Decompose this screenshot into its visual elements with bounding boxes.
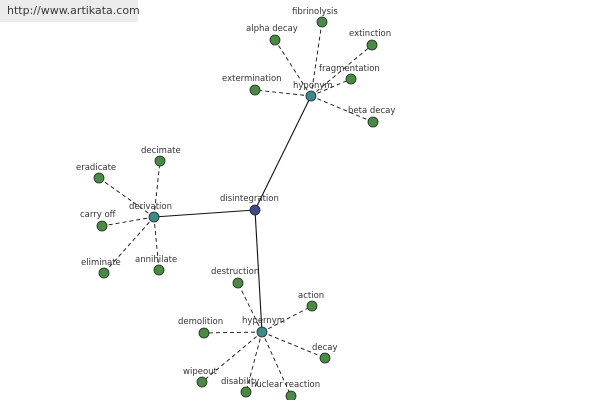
node-extermination[interactable]: extermination bbox=[222, 74, 282, 96]
node-dot-action[interactable] bbox=[306, 300, 318, 312]
edge-hypernym-destruction bbox=[237, 282, 263, 333]
node-alpha-decay[interactable]: alpha decay bbox=[246, 24, 298, 46]
node-dot-disability[interactable] bbox=[240, 386, 252, 398]
edge-derivation-annihilate bbox=[153, 216, 160, 271]
edge-derivation-eradicate bbox=[98, 177, 155, 218]
node-dot-eradicate[interactable] bbox=[93, 172, 105, 184]
node-label-fibrinolysis: fibrinolysis bbox=[292, 7, 338, 17]
node-dot-decimate[interactable] bbox=[154, 155, 166, 167]
node-label-annihilate: annihilate bbox=[135, 255, 177, 265]
node-hyponym[interactable]: hyponym bbox=[293, 81, 333, 102]
node-label-decimate: decimate bbox=[141, 146, 181, 156]
nodes-layer: disintegration hyponym derivation hypernym f… bbox=[76, 7, 395, 400]
node-demolition[interactable]: demolition bbox=[178, 317, 223, 339]
node-dot-wipeout[interactable] bbox=[196, 376, 208, 388]
node-label-action: action bbox=[298, 291, 324, 301]
node-decimate[interactable]: decimate bbox=[141, 146, 181, 167]
edge-hypernym-disability bbox=[245, 331, 263, 393]
edge-disintegration-hyponym bbox=[254, 95, 312, 211]
edges-layer bbox=[98, 21, 374, 397]
node-fibrinolysis[interactable]: fibrinolysis bbox=[292, 7, 338, 28]
edge-disintegration-derivation bbox=[153, 209, 256, 218]
node-annihilate[interactable]: annihilate bbox=[135, 255, 177, 276]
node-beta-decay[interactable]: beta decay bbox=[348, 106, 395, 128]
edge-hypernym-demolition bbox=[203, 331, 263, 334]
node-label-hypernym: hypernym bbox=[242, 316, 285, 326]
node-dot-decay[interactable] bbox=[319, 352, 331, 364]
edge-hyponym-fragmentation bbox=[310, 78, 352, 97]
node-label-eliminate: eliminate bbox=[81, 258, 121, 268]
edge-hypernym-decay bbox=[261, 331, 326, 359]
node-dot-eliminate[interactable] bbox=[98, 267, 110, 279]
edge-derivation-eliminate bbox=[103, 216, 155, 274]
node-label-hyponym: hyponym bbox=[293, 81, 333, 91]
node-eradicate[interactable]: eradicate bbox=[76, 163, 116, 184]
node-label-decay: decay bbox=[312, 343, 338, 353]
node-wipeout[interactable]: wipeout bbox=[183, 367, 218, 388]
node-fragmentation[interactable]: fragmentation bbox=[319, 64, 380, 85]
node-dot-fragmentation[interactable] bbox=[345, 73, 357, 85]
edge-derivation-decimate bbox=[153, 160, 161, 218]
node-extinction[interactable]: extinction bbox=[349, 29, 391, 51]
node-label-derivation: derivation bbox=[129, 202, 172, 212]
node-label-wipeout: wipeout bbox=[183, 367, 218, 377]
node-label-disability: disability bbox=[221, 377, 259, 387]
edge-hypernym-wipeout bbox=[201, 331, 263, 383]
node-label-disintegration: disintegration bbox=[220, 194, 279, 204]
node-label-nuclear-reaction: nuclear reaction bbox=[251, 380, 320, 390]
node-dot-hyponym[interactable] bbox=[305, 90, 317, 102]
node-dot-fibrinolysis[interactable] bbox=[316, 16, 328, 28]
node-label-carry-off: carry off bbox=[80, 210, 117, 220]
node-label-eradicate: eradicate bbox=[76, 163, 116, 173]
node-label-beta-decay: beta decay bbox=[348, 106, 395, 116]
node-action[interactable]: action bbox=[298, 291, 324, 312]
node-carry-off[interactable]: carry off bbox=[80, 210, 117, 232]
edge-hypernym-action bbox=[261, 305, 313, 333]
node-label-extermination: extermination bbox=[222, 74, 282, 84]
edge-hyponym-extermination bbox=[254, 89, 312, 97]
node-dot-carry-off[interactable] bbox=[96, 220, 108, 232]
node-dot-demolition[interactable] bbox=[198, 327, 210, 339]
edge-hyponym-fibrinolysis bbox=[310, 21, 323, 97]
node-dot-alpha-decay[interactable] bbox=[269, 34, 281, 46]
node-disintegration[interactable]: disintegration bbox=[220, 194, 279, 216]
node-dot-nuclear-reaction[interactable] bbox=[285, 390, 297, 400]
node-label-destruction: destruction bbox=[211, 267, 259, 277]
node-label-fragmentation: fragmentation bbox=[319, 64, 380, 74]
node-dot-derivation[interactable] bbox=[148, 211, 160, 223]
edge-disintegration-hypernym bbox=[254, 209, 263, 333]
node-hypernym[interactable]: hypernym bbox=[242, 316, 285, 338]
edge-hyponym-extinction bbox=[310, 44, 373, 97]
node-dot-beta-decay[interactable] bbox=[367, 116, 379, 128]
edge-hyponym-beta-decay bbox=[310, 95, 374, 123]
node-dot-disintegration[interactable] bbox=[249, 204, 261, 216]
node-dot-annihilate[interactable] bbox=[153, 264, 165, 276]
node-eliminate[interactable]: eliminate bbox=[81, 258, 121, 279]
node-label-alpha-decay: alpha decay bbox=[246, 24, 298, 34]
node-nuclear-reaction[interactable]: nuclear reaction bbox=[251, 380, 320, 400]
node-dot-extinction[interactable] bbox=[366, 39, 378, 51]
node-derivation[interactable]: derivation bbox=[129, 202, 172, 223]
node-dot-destruction[interactable] bbox=[232, 277, 244, 289]
node-label-extinction: extinction bbox=[349, 29, 391, 39]
node-label-demolition: demolition bbox=[178, 317, 223, 327]
node-disability[interactable]: disability bbox=[221, 377, 259, 398]
edge-derivation-carry-off bbox=[101, 216, 155, 227]
node-dot-hypernym[interactable] bbox=[256, 326, 268, 338]
node-destruction[interactable]: destruction bbox=[211, 267, 259, 289]
node-dot-extermination[interactable] bbox=[249, 84, 261, 96]
site-watermark: http://www.artikata.com bbox=[0, 0, 140, 22]
node-decay[interactable]: decay bbox=[312, 343, 338, 364]
edge-hypernym-nuclear-reaction bbox=[261, 331, 292, 397]
